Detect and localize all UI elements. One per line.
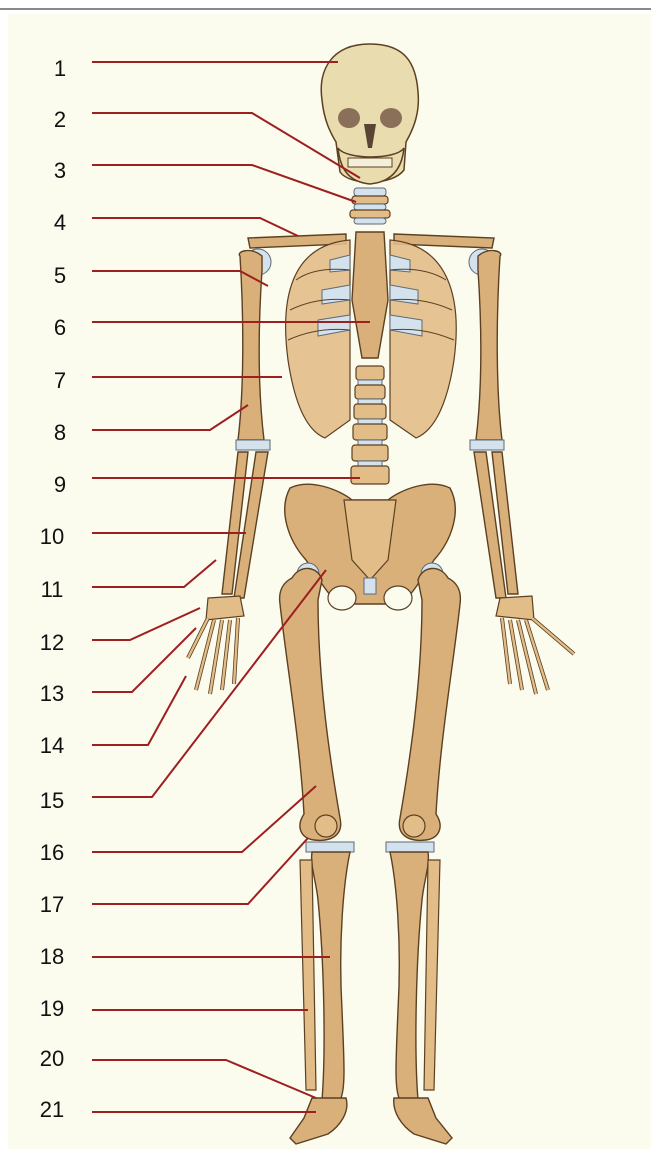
label-20: 20 [40, 1046, 64, 1071]
knee-cartilage-right [386, 842, 434, 852]
tibia-left [312, 852, 350, 1100]
label-12: 12 [40, 630, 64, 655]
humerus-right [476, 251, 502, 440]
label-9: 9 [54, 472, 66, 497]
label-2: 2 [54, 107, 66, 132]
label-5: 5 [54, 263, 66, 288]
elbow-left [236, 440, 270, 450]
femur-right [399, 568, 460, 840]
leader-line-12 [92, 608, 200, 640]
label-13: 13 [40, 681, 64, 706]
cervical-vertebrae [350, 188, 390, 224]
leader-line-20 [92, 1060, 316, 1098]
femur-left [280, 568, 341, 840]
leader-line-3 [92, 165, 356, 202]
sternum [352, 232, 388, 358]
leader-line-2 [92, 113, 360, 178]
label-10: 10 [40, 524, 64, 549]
label-6: 6 [54, 315, 66, 340]
leader-line-16 [92, 786, 316, 852]
label-19: 19 [40, 996, 64, 1021]
leader-line-4 [92, 218, 298, 236]
leader-line-11 [92, 560, 216, 587]
label-14: 14 [40, 733, 64, 758]
label-17: 17 [40, 892, 64, 917]
lumbar-vertebrae [351, 366, 389, 484]
leader-line-13 [92, 628, 196, 692]
knee-cartilage-left [306, 842, 354, 852]
eye-socket-left [338, 108, 360, 128]
label-15: 15 [40, 788, 64, 813]
foot-right [394, 1098, 452, 1144]
fibula-left [300, 860, 316, 1090]
fibula-right [424, 860, 440, 1090]
leader-line-17 [92, 838, 308, 904]
label-18: 18 [40, 944, 64, 969]
teeth [348, 158, 392, 167]
eye-socket-right [380, 108, 402, 128]
tibia-right [390, 852, 428, 1100]
label-21: 21 [40, 1097, 64, 1122]
pubic-symphysis [364, 578, 376, 594]
label-7: 7 [54, 368, 66, 393]
obturator-right [384, 586, 412, 610]
skeleton-figure [188, 44, 574, 1144]
label-3: 3 [54, 158, 66, 183]
obturator-left [328, 586, 356, 610]
label-16: 16 [40, 840, 64, 865]
label-8: 8 [54, 420, 66, 445]
label-11: 11 [41, 577, 64, 602]
foot-left [290, 1098, 347, 1144]
patella-left [315, 815, 337, 837]
label-1: 1 [54, 56, 66, 81]
label-4: 4 [54, 210, 66, 235]
elbow-right [470, 440, 504, 450]
leader-line-8 [92, 405, 248, 430]
humerus-left [238, 251, 264, 440]
patella-right [403, 815, 425, 837]
hand-right [496, 596, 574, 694]
